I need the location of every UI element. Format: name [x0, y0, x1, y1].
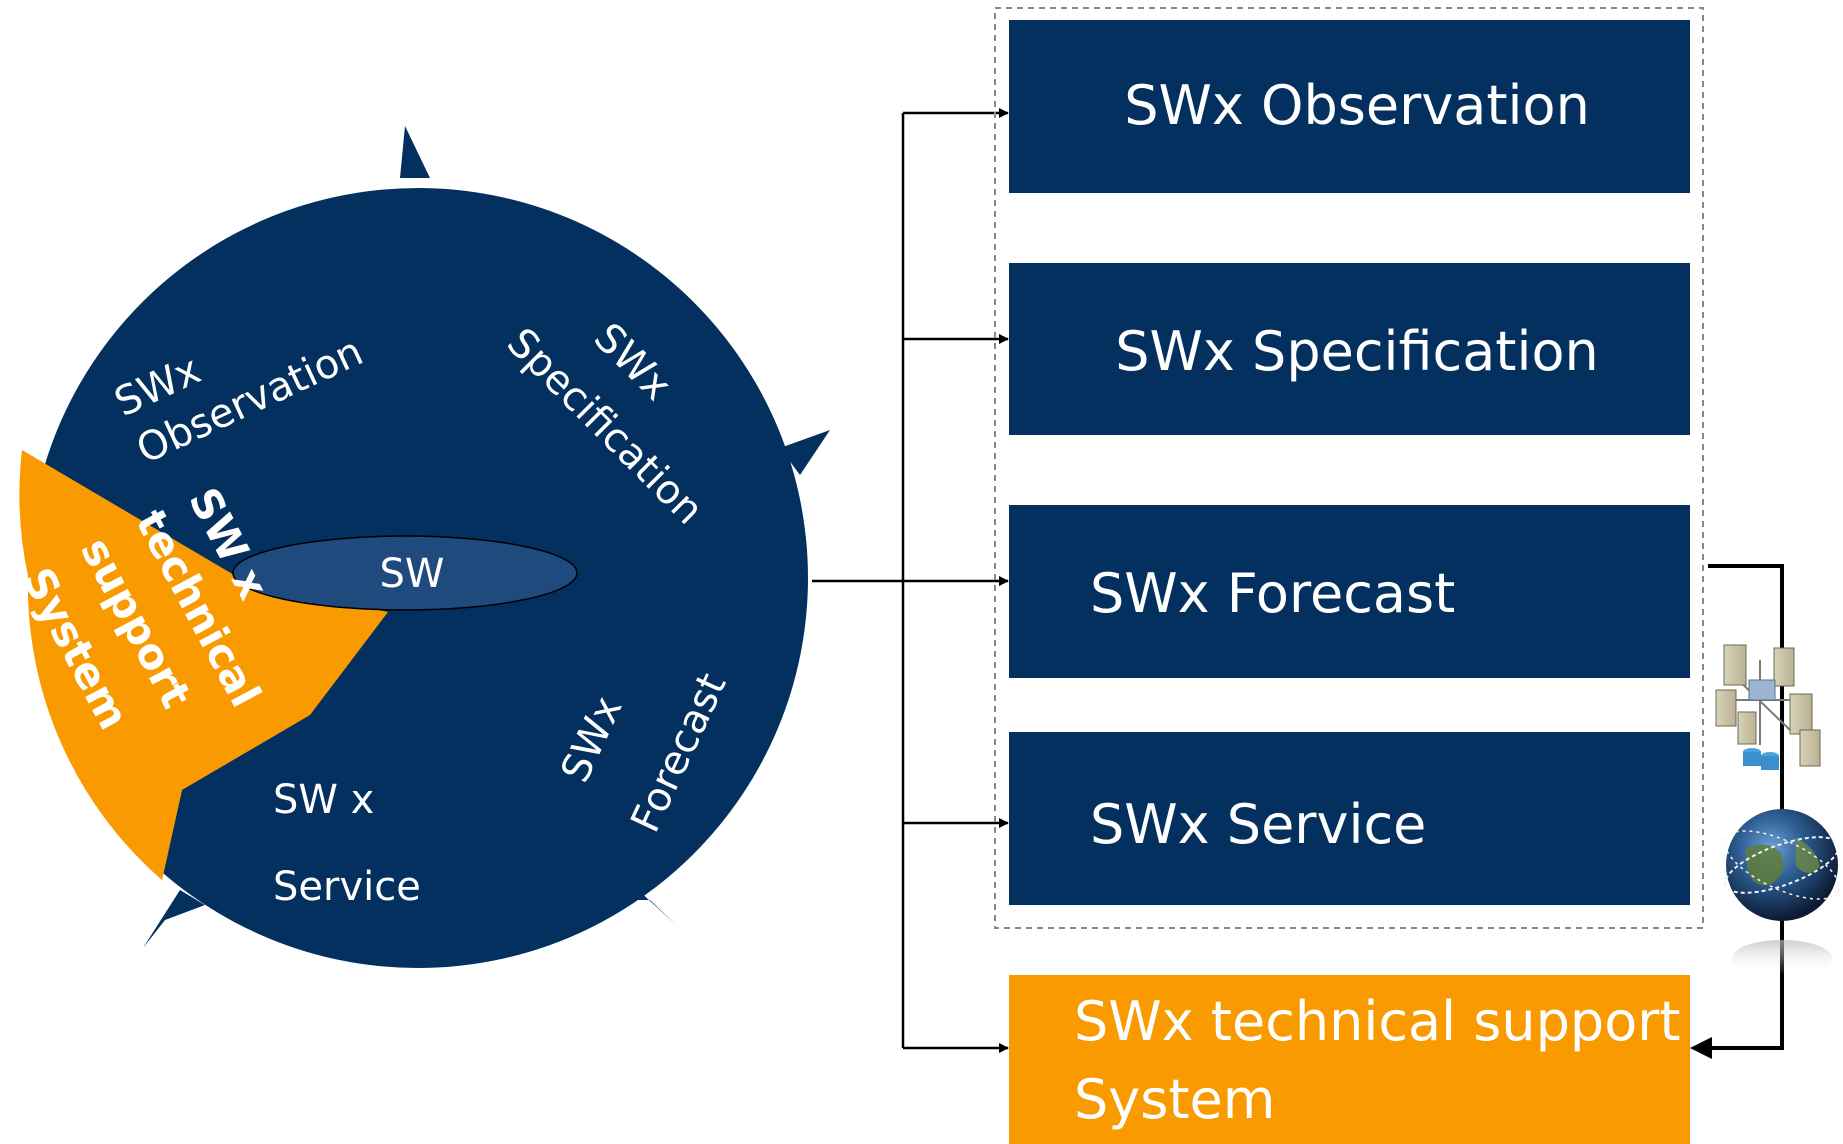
wheel-notch-bottom-left — [143, 890, 205, 948]
wheel-notch-bottom-right — [620, 888, 676, 925]
server-network-icon — [1715, 644, 1821, 770]
box-service: SWx Service — [1009, 732, 1690, 905]
box-support-label-line1: SWx technical support — [1074, 990, 1681, 1053]
wheel-notch-top — [400, 126, 430, 178]
connectors — [812, 108, 1784, 1059]
box-service-bg — [1009, 732, 1690, 905]
wheel-notch-right — [780, 430, 830, 475]
box-observation-bg — [1009, 20, 1690, 193]
center-label: SW — [380, 551, 445, 597]
connector-forecast-feedback — [1704, 564, 1784, 1050]
swx-components-group — [994, 7, 1704, 929]
box-forecast-label: SWx Forecast — [1090, 562, 1455, 625]
box-service-label: SWx Service — [1090, 793, 1426, 856]
box-support-bg — [1009, 975, 1690, 1144]
box-forecast-bg — [1009, 505, 1690, 678]
support-sector — [19, 450, 388, 880]
wheel-service-line1: SW x — [273, 777, 374, 823]
box-observation: SWx Observation — [1009, 20, 1690, 193]
box-forecast: SWx Forecast — [1009, 505, 1690, 678]
center-ellipse — [232, 535, 578, 611]
box-specification: SWx Specification — [1009, 263, 1690, 435]
support-sector-tail — [150, 790, 182, 880]
box-support: SWx technical support System — [1009, 975, 1690, 1144]
box-specification-bg — [1009, 263, 1690, 435]
connector-feedback-arrowhead — [1690, 1037, 1712, 1059]
box-support-label-line2: System — [1074, 1068, 1275, 1131]
swx-wheel: SW SWx Observation SWx Specification SWx… — [13, 126, 830, 968]
globe-icon — [1724, 809, 1840, 976]
box-specification-label: SWx Specification — [1115, 320, 1599, 383]
wheel-service-line2: Service — [273, 864, 421, 910]
box-observation-label: SWx Observation — [1124, 74, 1590, 137]
